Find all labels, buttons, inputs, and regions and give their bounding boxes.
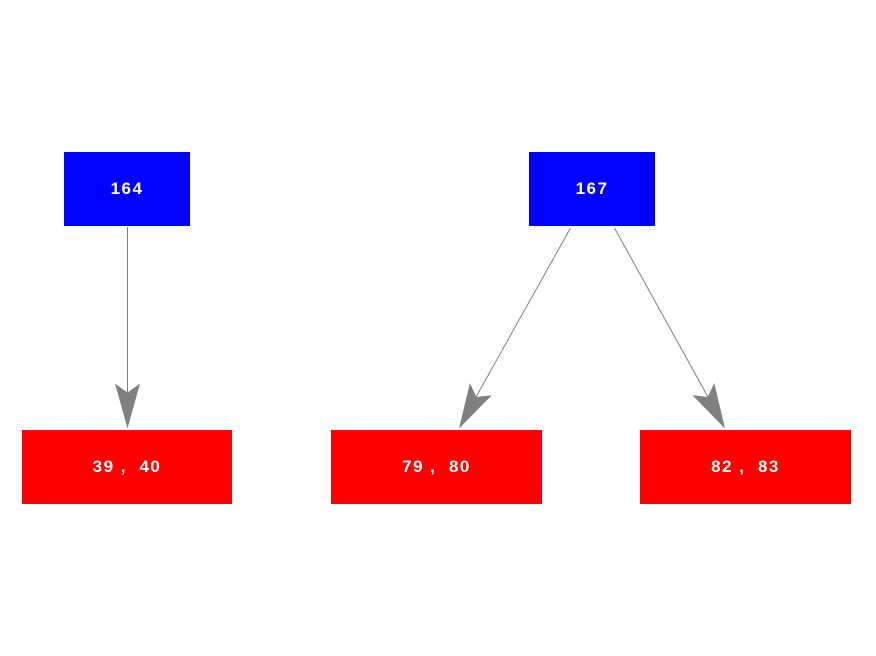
arrowhead-icon	[115, 383, 140, 429]
tree-node-164: 164	[64, 152, 190, 226]
node-label: 164	[110, 179, 144, 198]
edge-line	[614, 227, 709, 398]
edge-164-to-39-40	[115, 227, 140, 429]
tree-node-167: 167	[529, 152, 655, 226]
tree-leaf-82-83: 82 , 83	[640, 430, 851, 504]
node-label: 167	[575, 179, 609, 198]
node-label: 39 , 40	[92, 457, 162, 476]
arrowhead-icon	[459, 383, 492, 429]
node-label: 82 , 83	[711, 457, 780, 476]
tree-leaf-79-80: 79 , 80	[331, 430, 542, 504]
edge-line	[475, 227, 571, 398]
edge-167-to-82-83	[614, 227, 725, 429]
arrowhead-icon	[692, 383, 725, 429]
edge-167-to-79-80	[459, 227, 571, 429]
node-label: 79 , 80	[402, 457, 471, 476]
tree-leaf-39-40: 39 , 40	[22, 430, 232, 504]
